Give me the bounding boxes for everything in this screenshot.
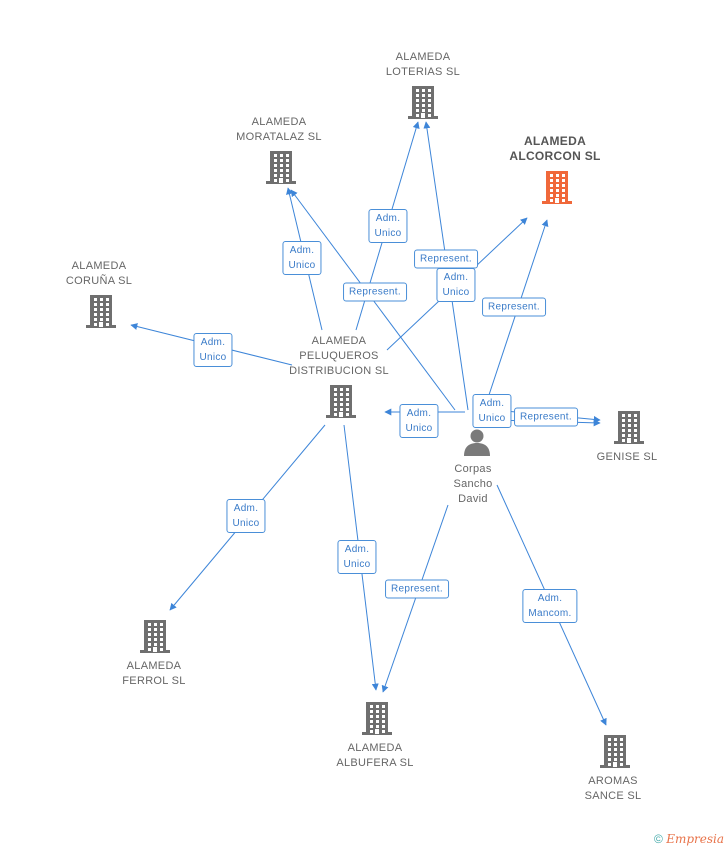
building-icon-genise[interactable] — [612, 409, 646, 450]
edge-label-represent[interactable]: Represent. — [514, 407, 578, 427]
edge-label-adm-unico[interactable]: Adm. Unico — [472, 394, 512, 428]
building-icon-ferrol[interactable] — [138, 618, 172, 659]
edge-label-adm-unico[interactable]: Adm. Unico — [399, 404, 439, 438]
edge-label-adm-unico[interactable]: Adm. Unico — [368, 209, 408, 243]
edge-label-represent[interactable]: Represent. — [482, 297, 546, 317]
node-label-alcorcon[interactable]: ALAMEDA ALCORCON SL — [509, 134, 601, 163]
edge-label-represent[interactable]: Represent. — [385, 579, 449, 599]
node-label-moratalaz[interactable]: ALAMEDA MORATALAZ SL — [236, 116, 322, 143]
edge-label-adm-unico[interactable]: Adm. Unico — [193, 333, 233, 367]
building-icon-moratalaz[interactable] — [264, 149, 298, 190]
copyright-symbol: © — [654, 832, 663, 846]
node-label-peluqueros[interactable]: ALAMEDA PELUQUEROS DISTRIBUCION SL — [289, 335, 389, 377]
edge-label-represent[interactable]: Represent. — [343, 282, 407, 302]
edge-corpas-to-albufera — [381, 504, 449, 693]
edge-label-adm-unico[interactable]: Adm. Unico — [436, 268, 476, 302]
node-label-genise[interactable]: GENISE SL — [596, 451, 658, 463]
edge-label-adm-unico[interactable]: Adm. Unico — [226, 499, 266, 533]
edge-label-adm-mancom[interactable]: Adm. Mancom. — [522, 589, 578, 623]
node-label-aromas[interactable]: AROMAS SANCE SL — [584, 775, 642, 802]
node-label-coruna[interactable]: ALAMEDA CORUÑA SL — [65, 260, 133, 287]
building-icon-peluqueros[interactable] — [324, 383, 358, 424]
edge-label-represent[interactable]: Represent. — [414, 249, 478, 269]
node-label-loterias[interactable]: ALAMEDA LOTERIAS SL — [385, 51, 461, 78]
building-icon-loterias[interactable] — [406, 84, 440, 125]
building-icon-albufera[interactable] — [360, 700, 394, 741]
node-label-albufera[interactable]: ALAMEDA ALBUFERA SL — [336, 742, 414, 769]
footer-brand[interactable]: © Empresia — [654, 832, 724, 846]
building-icon-alcorcon[interactable] — [540, 169, 574, 210]
node-label-corpas[interactable]: Corpas Sancho David — [453, 463, 493, 505]
person-icon-corpas[interactable] — [462, 427, 492, 462]
node-label-ferrol[interactable]: ALAMEDA FERROL SL — [122, 660, 186, 687]
empresia-logo-text: Empresia — [666, 832, 724, 846]
building-icon-aromas[interactable] — [598, 733, 632, 774]
edge-label-adm-unico[interactable]: Adm. Unico — [282, 241, 322, 275]
building-icon-coruna[interactable] — [84, 293, 118, 334]
edge-label-adm-unico[interactable]: Adm. Unico — [337, 540, 377, 574]
